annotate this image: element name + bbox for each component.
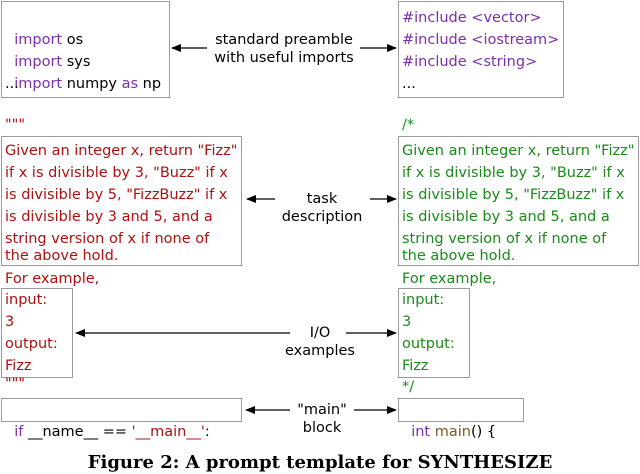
cpp-task-line: Given an integer x, return "Fizz" [402,143,635,159]
python-main-line: if __name__ == '__main__': [5,399,210,443]
task-label-line1: task [306,191,338,207]
cpp-task-line: is divisible by 5, "FizzBuzz" if x [402,187,625,203]
python-io-box [1,288,73,378]
python-import-os: import os [5,7,83,51]
int-keyword: int [411,424,431,440]
python-preamble-box [1,1,170,98]
io-label-line2: examples [285,343,355,359]
as-keyword: as [121,76,139,92]
module-name: sys [62,54,91,70]
python-docstring-open: """ [5,117,26,133]
python-import-numpy: import numpy as np [5,51,161,95]
python-task-line: string version of x if none of [5,231,210,247]
colon: : [204,424,210,440]
cpp-task-line: if x is divisible by 3, "Buzz" if x [402,165,625,181]
io-label: I/O examples [282,324,358,360]
module-name: os [62,32,84,48]
python-task-line: if x is divisible by 3, "Buzz" if x [5,165,228,181]
module-name: numpy [62,76,122,92]
preamble-label-line2: with useful imports [214,50,354,66]
cpp-include-vector: #include <vector> [402,10,542,26]
cpp-preamble-ellipsis: ... [402,76,416,92]
cpp-include-iostream: #include <iostream> [402,32,560,48]
cpp-io-line: output: [402,336,455,352]
python-task-line: is divisible by 3 and 5, and a [5,209,213,225]
cpp-task-box [398,136,639,266]
io-label-line1: I/O [309,325,331,341]
task-label-line2: description [281,209,363,225]
python-docstring-close: """ [5,376,26,392]
python-task-line: is divisible by 5, "FizzBuzz" if x [5,187,228,203]
python-io-line: 3 [5,314,15,330]
cpp-task-line: string version of x if none of [402,231,607,247]
task-label: task description [270,190,374,226]
python-for-example: For example, [5,271,100,287]
main-label: "main" block [282,401,362,437]
main-function-name: main [430,424,471,440]
cpp-for-example: For example, [402,271,497,287]
cpp-comment-close: */ [402,379,415,395]
python-task-line: the above hold. [5,248,119,264]
python-io-line: output: [5,336,58,352]
cpp-task-line: the above hold. [402,248,516,264]
alias-name: np [138,76,162,92]
cpp-io-line: 3 [402,314,412,330]
cpp-io-line: input: [402,292,445,308]
cpp-io-line: Fizz [402,358,429,374]
import-keyword: import [14,32,63,48]
python-io-line: Fizz [5,358,32,374]
cpp-main-box [398,398,524,422]
cpp-task-line: is divisible by 3 and 5, and a [402,209,610,225]
cpp-main-line: int main() { [402,399,496,443]
preamble-label: standard preamble with useful imports [210,31,358,67]
main-label-line1: "main" [297,402,347,418]
cpp-include-string: #include <string> [402,54,538,70]
figure-caption: Figure 2: A prompt template for SYNTHESI… [87,452,553,473]
preamble-label-line1: standard preamble [215,32,353,48]
cpp-preamble-box [398,1,564,98]
cpp-comment-open: /* [402,117,415,133]
import-keyword: import [14,76,63,92]
main-string: '__main__' [131,424,205,440]
cpp-io-box [398,288,470,378]
python-task-box [1,136,242,266]
main-signature: () { [470,424,497,440]
python-io-line: input: [5,292,48,308]
name-check: __name__ == [23,424,132,440]
python-main-box [1,398,242,422]
python-import-sys: import sys [5,29,90,73]
main-label-line2: block [302,420,342,436]
import-keyword: import [14,54,63,70]
arrows-layer [75,44,397,414]
python-task-line: Given an integer x, return "Fizz" [5,143,238,159]
python-preamble-ellipsis: ... [5,76,19,92]
if-keyword: if [14,424,24,440]
